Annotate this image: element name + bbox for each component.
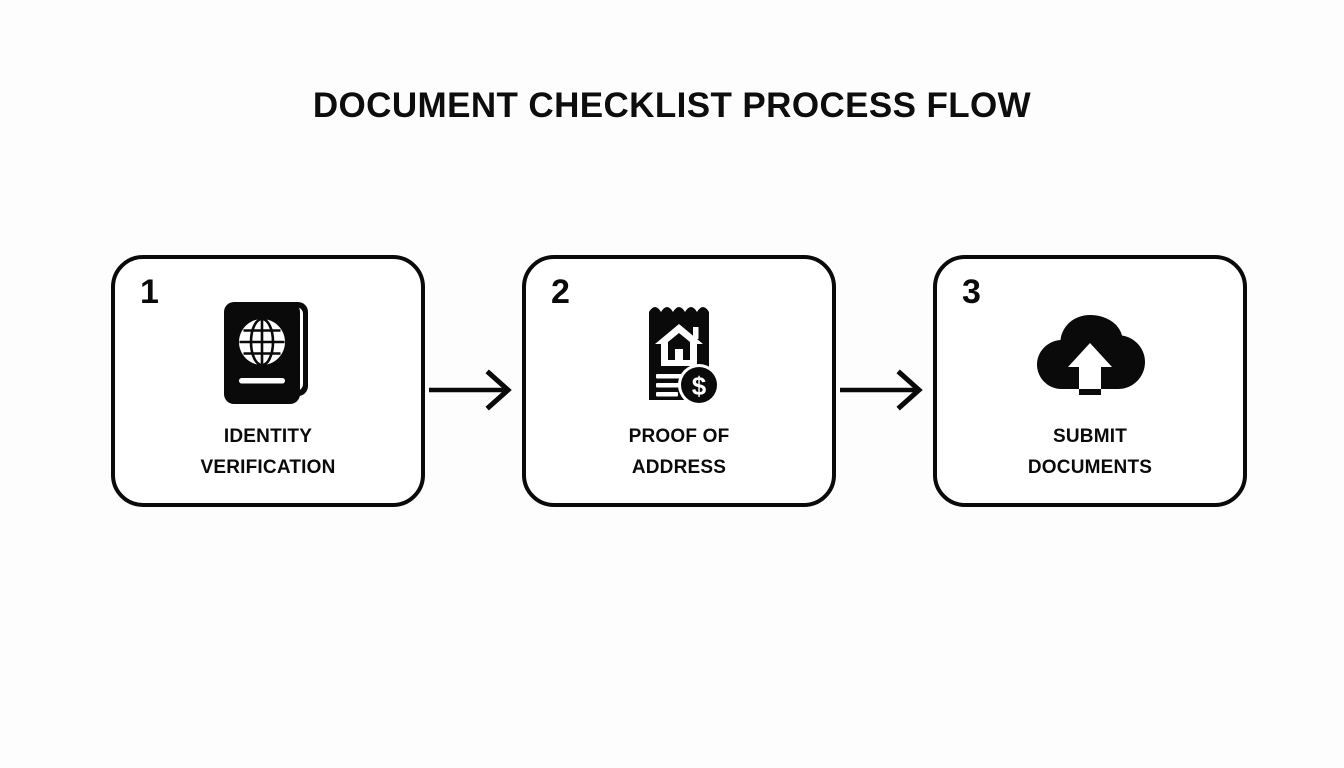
step-label-2-line1: PROOF OF [628,426,730,447]
step-label-3: SUBMIT DOCUMENTS [937,421,1243,483]
connector-arrow-1 [429,368,517,412]
step-card-2[interactable]: 2 [522,255,836,507]
step-icon-3-slot [937,293,1243,413]
arrow-right-icon [429,369,512,411]
step-label-1-line2: VERIFICATION [200,457,336,478]
step-label-3-line1: SUBMIT [1052,426,1128,447]
cloud-upload-icon [1037,315,1145,395]
passport-globe-icon [224,302,308,404]
step-icon-1-slot [115,293,421,413]
arrow-right-icon [840,369,923,411]
step-label-3-line2: DOCUMENTS [1027,457,1153,478]
step-label-1: IDENTITY VERIFICATION [115,421,421,483]
step-label-2: PROOF OF ADDRESS [526,421,832,483]
step-number-3: 3 [962,273,981,311]
step-label-2-line2: ADDRESS [631,457,727,478]
utility-bill-house-dollar-icon: $ [649,307,720,406]
flow-steps-row: 1 [111,255,1247,513]
step-label-1-line1: IDENTITY [223,426,313,447]
svg-text:$: $ [692,371,707,401]
step-icon-2-slot: $ [526,293,832,413]
step-card-3[interactable]: 3 SUBMIT DOCUMENTS [933,255,1247,507]
step-number-2: 2 [551,273,570,311]
connector-arrow-2 [840,368,928,412]
step-number-1: 1 [140,273,159,311]
step-card-1[interactable]: 1 [111,255,425,507]
page-title: DOCUMENT CHECKLIST PROCESS FLOW [312,86,1032,125]
